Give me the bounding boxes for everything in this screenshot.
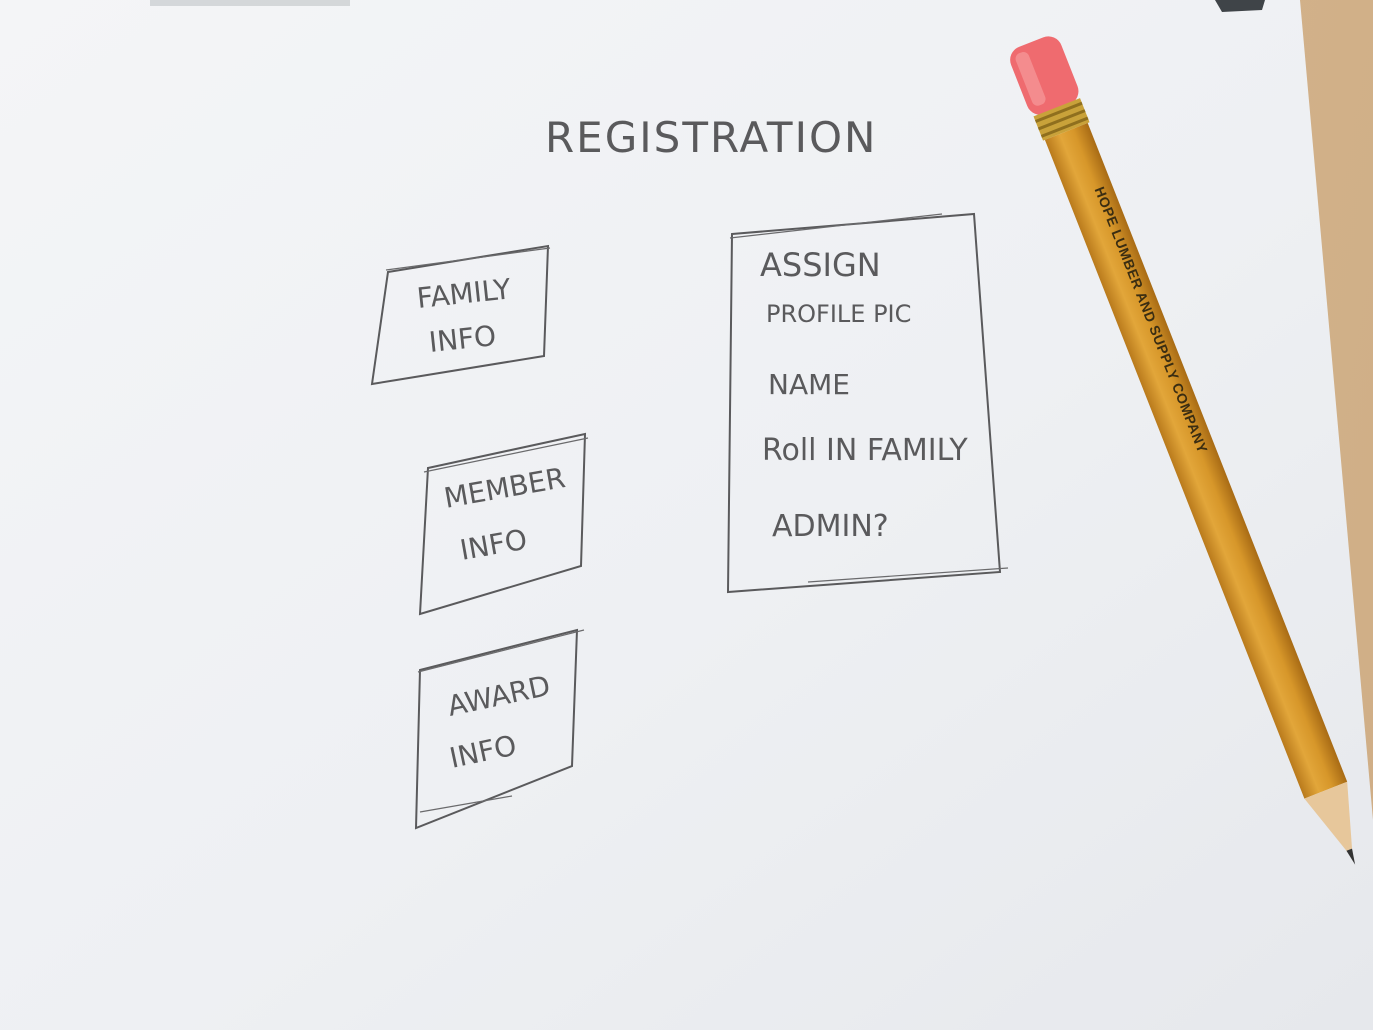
detail-item-admin: ADMIN? bbox=[772, 509, 889, 544]
pencil-tip-lead bbox=[1346, 848, 1356, 865]
pencil-body bbox=[1044, 122, 1348, 799]
detail-item-name: NAME bbox=[768, 368, 850, 401]
pencil-tip-wood bbox=[1304, 781, 1353, 851]
desk-shadow bbox=[150, 0, 350, 6]
desk-object bbox=[1215, 0, 1265, 12]
detail-item-profile-pic: PROFILE PIC bbox=[766, 300, 911, 328]
detail-panel: ASSIGN PROFILE PIC NAME Roll IN FAMILY A… bbox=[726, 212, 1009, 594]
page-title: REGISTRATION bbox=[545, 113, 877, 162]
detail-item-roll-in-family: Roll IN FAMILY bbox=[762, 433, 968, 468]
detail-item-assign: ASSIGN bbox=[760, 246, 881, 284]
family-info-label-2: INFO bbox=[427, 319, 497, 359]
